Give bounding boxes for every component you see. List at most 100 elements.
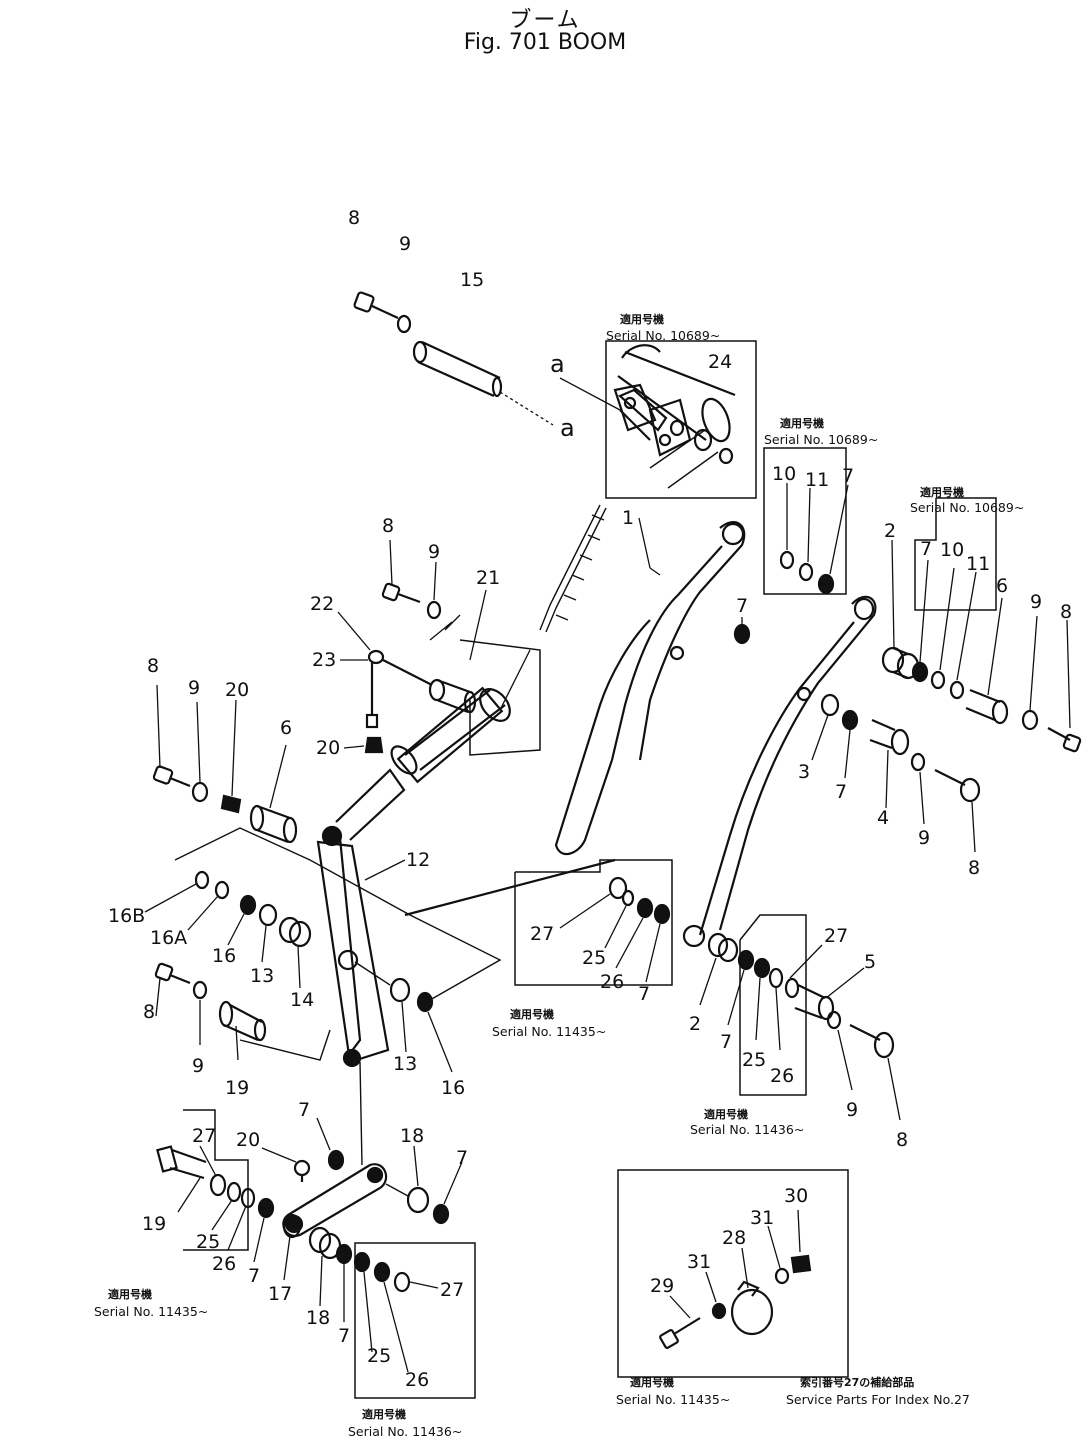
washer-9-r2	[910, 752, 926, 772]
callout-2: 2	[884, 520, 896, 542]
callout-20: 20	[225, 679, 249, 701]
callout-27: 27	[824, 925, 848, 947]
callout-11: 11	[966, 553, 990, 575]
callout-15: 15	[460, 269, 484, 291]
serial-note-3: 適用号機 Serial No. 10689~	[910, 485, 1024, 515]
cylinder-head-frame	[459, 639, 541, 756]
bushing-13b	[389, 977, 411, 1003]
service-parts-frame	[617, 1169, 849, 1378]
callout-8: 8	[348, 207, 360, 229]
lever-down-line	[359, 1061, 363, 1166]
seal-25-lr	[753, 957, 771, 979]
grease-fitting-22	[367, 649, 433, 686]
callout-7: 7	[736, 595, 748, 617]
pin-6-left	[249, 804, 298, 844]
nut-30	[790, 1254, 812, 1274]
callout-7: 7	[298, 1099, 310, 1121]
washer-25-lk	[226, 1181, 242, 1203]
pin-15	[412, 340, 554, 426]
figure-title-jp: ブーム	[509, 8, 581, 33]
lever-12	[316, 825, 390, 1068]
pin-4	[869, 718, 910, 756]
callout-7: 7	[456, 1147, 468, 1169]
service-parts-note: 索引番号27の補給部品 Service Parts For Index No.2…	[786, 1375, 970, 1407]
washer-10-right	[930, 670, 946, 690]
callout-7: 7	[920, 538, 932, 560]
seal-7-link	[327, 1149, 345, 1171]
callout-4: 4	[877, 807, 889, 829]
svg-text:Serial No. 10689~: Serial No. 10689~	[910, 500, 1024, 515]
serial-frame-11435-a	[514, 859, 673, 986]
callout-31: 31	[687, 1251, 711, 1273]
svg-text:Serial No. 11435~: Serial No. 11435~	[616, 1392, 730, 1407]
washer-10	[779, 550, 795, 570]
serial-frame-11435-b	[183, 1109, 249, 1251]
callout-27: 27	[530, 923, 554, 945]
callout-21: 21	[476, 567, 500, 589]
callout-3: 3	[798, 761, 810, 783]
callout-9: 9	[1030, 591, 1042, 613]
callout-12: 12	[406, 849, 430, 871]
pin-24	[617, 388, 734, 489]
callout-2: 2	[689, 1013, 701, 1035]
svg-text:適用号機: 適用号機	[780, 416, 824, 430]
ring-27-lk	[209, 1173, 227, 1197]
serial-note-7: 適用号機 Serial No. 11436~	[348, 1407, 462, 1439]
svg-text:Serial No. 10689~: Serial No. 10689~	[764, 432, 878, 447]
seal-7-r2	[841, 709, 859, 731]
svg-text:適用号機: 適用号機	[362, 1407, 406, 1421]
callout-22: 22	[310, 593, 334, 615]
callout-7: 7	[720, 1031, 732, 1053]
bolt-8-right	[1047, 727, 1082, 753]
callout-9: 9	[846, 1099, 858, 1121]
washer-11	[798, 562, 814, 582]
bolt-29	[659, 1317, 701, 1349]
washer-31b	[774, 1267, 790, 1285]
callout-11: 11	[805, 469, 829, 491]
callout-8: 8	[968, 857, 980, 879]
callout-25: 25	[742, 1049, 766, 1071]
seal-7-box	[653, 903, 671, 925]
serial-frame-10689-c	[914, 497, 997, 611]
callout-19: 19	[142, 1213, 166, 1235]
washer-31a	[711, 1302, 727, 1320]
serial-note-1: 適用号機 Serial No. 10689~	[606, 312, 720, 343]
washer-16B	[194, 870, 210, 890]
callout-7: 7	[638, 983, 650, 1005]
callout-16B: 16B	[108, 905, 145, 927]
seal-7-lk	[257, 1197, 275, 1219]
plate-outline	[174, 827, 502, 1001]
callout-8: 8	[1060, 601, 1072, 623]
callout-25: 25	[196, 1231, 220, 1253]
seal-26a	[636, 897, 654, 919]
pin-19b	[156, 1145, 207, 1180]
serial-frame-11436-b	[354, 1242, 476, 1399]
leader-1	[638, 517, 651, 569]
callout-25: 25	[367, 1345, 391, 1367]
ring-27a	[608, 876, 628, 900]
pin-6-right	[965, 688, 1009, 725]
spring-rod	[539, 504, 607, 633]
washer-9-top	[396, 314, 412, 334]
callout-26: 26	[770, 1065, 794, 1087]
callout-9: 9	[428, 541, 440, 563]
callout-7: 7	[835, 781, 847, 803]
serial-note-8: 適用号機 Serial No. 11435~	[616, 1375, 730, 1407]
seal-26-lk	[373, 1261, 391, 1283]
bushing-2b	[707, 932, 739, 963]
serial-frame-10689-b	[763, 447, 847, 595]
callout-18: 18	[400, 1125, 424, 1147]
callout-a: a	[560, 414, 575, 442]
serial-note-6: 適用号機 Serial No. 11435~	[94, 1287, 208, 1319]
svg-text:適用号機: 適用号機	[920, 485, 964, 499]
svg-text:Serial No. 11435~: Serial No. 11435~	[94, 1304, 208, 1319]
bolt-8-left2	[154, 962, 191, 985]
pin-19-line	[239, 1029, 331, 1061]
washer-9-cyl	[426, 600, 442, 620]
callout-14: 14	[290, 989, 314, 1011]
washer-11-right	[949, 680, 965, 700]
callout-24: 24	[708, 351, 732, 373]
bushing-18a	[406, 1186, 430, 1214]
svg-text:適用号機: 適用号機	[630, 1375, 674, 1389]
